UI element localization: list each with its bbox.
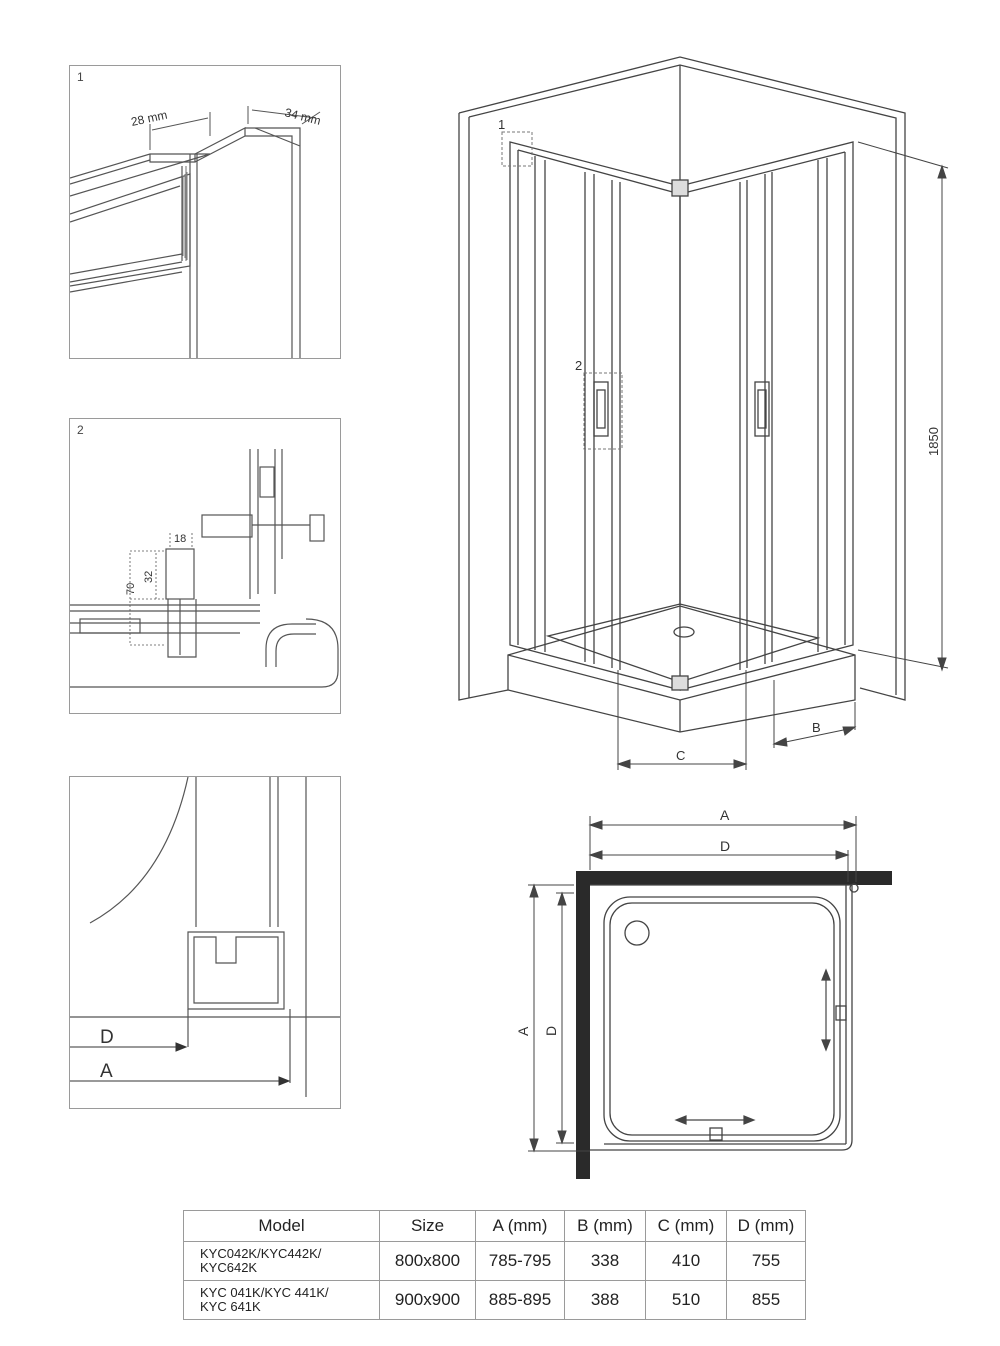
cell-size: 800x800	[379, 1241, 476, 1281]
detail-panel-1: 1	[69, 65, 341, 359]
header-model: Model	[183, 1210, 380, 1242]
dim-70-label: 70	[125, 583, 137, 595]
detail-1-number: 1	[77, 70, 84, 84]
cell-model: KYC042K/KYC442K/ KYC642K	[183, 1241, 380, 1281]
cell-b: 338	[564, 1241, 646, 1281]
plan-label-d-side: D	[543, 1026, 559, 1036]
model-line-1: KYC042K/KYC442K/	[200, 1246, 322, 1261]
perspective-view	[458, 56, 906, 733]
cell-a: 885-895	[475, 1280, 565, 1320]
tray-edge-drawing: D A	[70, 777, 340, 1097]
plan-view: A D A D	[515, 807, 892, 1179]
model-line-1: KYC 041K/KYC 441K/	[200, 1285, 329, 1300]
table-row: KYC042K/KYC442K/ KYC642K 800x800 785-795…	[183, 1241, 806, 1281]
detail-panel-3: D A	[69, 776, 341, 1109]
cell-d: 855	[726, 1280, 806, 1320]
dim-b-label: B	[812, 720, 821, 735]
detail-2-number: 2	[77, 423, 84, 437]
height-dimension-label: 1850	[926, 427, 941, 456]
detail-3-label-d: D	[100, 1027, 114, 1048]
cell-b: 388	[564, 1280, 646, 1320]
cell-a: 785-795	[475, 1241, 565, 1281]
cell-model: KYC 041K/KYC 441K/ KYC 641K	[183, 1280, 380, 1320]
model-line-2: KYC642K	[200, 1260, 258, 1275]
shower-enclosure-drawings: 1 2 1850 C B	[458, 56, 949, 1179]
header-c: C (mm)	[645, 1210, 727, 1242]
cell-size: 900x900	[379, 1280, 476, 1320]
callout-2: 2	[575, 358, 582, 373]
callout-1: 1	[498, 117, 505, 132]
detail-panel-2: 2	[69, 418, 341, 714]
header-b: B (mm)	[564, 1210, 646, 1242]
plan-label-a-side: A	[515, 1026, 531, 1036]
dim-c-label: C	[676, 748, 685, 763]
cell-c: 510	[645, 1280, 727, 1320]
dim-32-label: 32	[143, 571, 155, 583]
header-size: Size	[379, 1210, 476, 1242]
table-header-row: Model Size A (mm) B (mm) C (mm) D (mm)	[183, 1210, 806, 1242]
header-d: D (mm)	[726, 1210, 806, 1242]
frame-profile-drawing: 28 mm 34 mm	[70, 105, 322, 358]
dim-18-label: 18	[174, 533, 186, 545]
model-line-2: KYC 641K	[200, 1299, 261, 1314]
cell-c: 410	[645, 1241, 727, 1281]
plan-label-d-top: D	[720, 838, 730, 854]
handle-mount-drawing: 18 32 70	[70, 449, 339, 688]
specification-table: Model Size A (mm) B (mm) C (mm) D (mm) K…	[183, 1210, 806, 1320]
header-a: A (mm)	[475, 1210, 565, 1242]
table-row: KYC 041K/KYC 441K/ KYC 641K 900x900 885-…	[183, 1280, 806, 1320]
cell-d: 755	[726, 1241, 806, 1281]
detail-3-label-a: A	[100, 1061, 113, 1082]
plan-label-a-top: A	[720, 807, 730, 823]
